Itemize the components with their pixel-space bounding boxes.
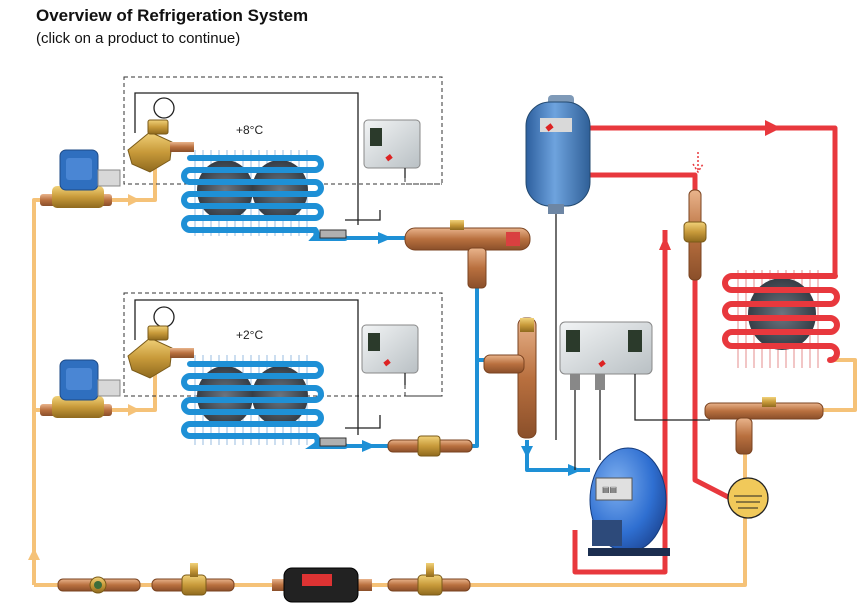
svg-text:◆: ◆ [545,122,554,133]
sight-glass-liquid[interactable] [57,576,141,594]
shutoff-valve-1[interactable] [151,563,235,596]
expansion-valve-2[interactable] [127,325,194,379]
liquid-line-arrows [28,194,140,560]
expansion-valve-1[interactable] [127,119,194,173]
receiver-tank[interactable]: ◆ [525,95,591,440]
page-title: Overview of Refrigeration System [36,6,309,25]
solenoid-valve-1[interactable] [40,149,121,208]
thermostat-2[interactable]: ◆ [361,324,442,397]
thermostat-1[interactable]: ◆ [363,119,442,185]
liquid-tee[interactable] [704,397,824,455]
oil-receiver[interactable] [727,477,769,519]
evaporator-1-coil [181,155,348,241]
condenser[interactable] [722,270,840,368]
evaporator-1[interactable] [181,150,348,241]
svg-text:◆: ◆ [385,152,393,162]
pressure-switch[interactable]: ◆ [559,321,710,470]
solenoid-valve-2[interactable] [40,359,121,418]
discharge-line-arrows [659,120,781,250]
filter-drier[interactable] [272,567,372,603]
suction-tee[interactable] [483,317,537,439]
evaporator-2-frame [123,292,443,435]
evaporator-2[interactable] [181,355,348,449]
sight-glass-suction[interactable] [387,435,473,457]
shutoff-valve-2[interactable] [387,563,471,596]
evaporator-2-temperature: +2°C [236,328,263,342]
evaporator-2-coil [181,361,348,449]
svg-text:▤▤: ▤▤ [602,485,617,494]
svg-text:◆: ◆ [598,358,606,368]
pressure-regulator[interactable] [404,220,531,289]
page-subtitle: (click on a product to continue) [36,30,241,47]
condenser-coil [722,273,840,363]
evaporator-1-temperature: +8°C [236,123,263,137]
compressor[interactable]: ▤▤ [588,447,670,556]
svg-text:◆: ◆ [383,357,391,367]
discharge-sight-glass[interactable] [683,152,707,281]
